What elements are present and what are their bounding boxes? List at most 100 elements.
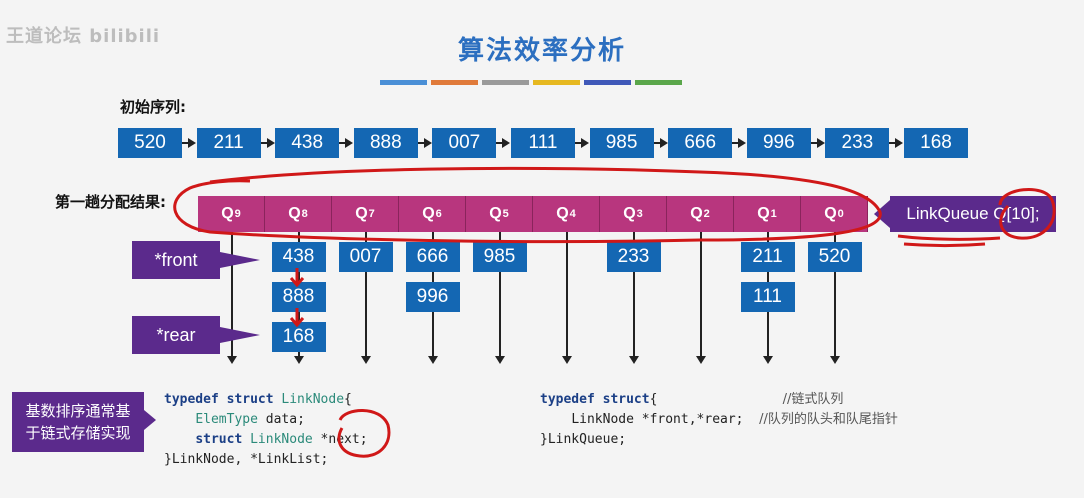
queue-cell-name: Q: [221, 205, 234, 222]
queue-cell-name: Q: [422, 205, 435, 222]
sequence-item: 985: [589, 128, 654, 158]
queue-cell-name: Q: [623, 205, 636, 222]
sequence-arrow: [575, 138, 589, 148]
watermark-text: 王道论坛 bilibili: [6, 26, 161, 47]
bucket-arrow: [226, 232, 237, 364]
code-comment: //队列的队头和队尾指针: [759, 412, 898, 427]
queue-cell-name: Q: [824, 205, 837, 222]
queue-cell-index: 2: [703, 208, 710, 220]
bucket-arrow: [561, 232, 572, 364]
code-type: ElemType: [195, 412, 258, 427]
annotation-loop-queue: [173, 166, 882, 244]
code-text: *next;: [312, 432, 368, 447]
bucket-node: 996: [405, 282, 460, 312]
annotation-circle-next: [337, 409, 391, 458]
annotation-circle-q10: [998, 187, 1056, 240]
sequence-item: 211: [196, 128, 261, 158]
bucket-node: 985: [472, 242, 527, 272]
sequence-arrow: [810, 138, 825, 148]
sequence-item: 666: [668, 128, 733, 158]
bucket-node: 168: [271, 322, 326, 352]
sequence-item: 111: [511, 128, 575, 158]
bucket-node: 007: [338, 242, 393, 272]
sequence-item: 888: [353, 128, 418, 158]
queue-cell-name: Q: [489, 205, 502, 222]
bucket-node: 211: [740, 242, 795, 272]
initial-sequence-label: 初始序列:: [120, 98, 186, 116]
page-title: 算法效率分析: [457, 36, 626, 66]
bucket-arrow: [695, 232, 706, 364]
sequence-item: 007: [432, 128, 497, 158]
queue-cell-index: 3: [636, 208, 643, 220]
front-pointer-label: *front: [132, 241, 220, 279]
front-pointer-arrow: [220, 252, 300, 268]
bucket-node: 438: [271, 242, 326, 272]
sequence-arrow: [496, 138, 511, 148]
code-kw: typedef struct: [540, 392, 650, 407]
annotation-arrow-1: [289, 268, 305, 288]
code-text: }LinkQueue;: [540, 432, 627, 447]
sequence-arrow: [889, 138, 904, 148]
pass-result-label: 第一趟分配结果:: [55, 193, 166, 211]
bucket-arrow: [360, 232, 371, 364]
bucket-node: 111: [740, 282, 795, 312]
queue-cell-name: Q: [288, 205, 301, 222]
color-bar: [584, 80, 631, 85]
code-comment: //链式队列: [782, 392, 844, 407]
sequence-item: 996: [746, 128, 811, 158]
color-bar: [431, 80, 478, 85]
color-bar: [533, 80, 580, 85]
bucket-node: 233: [606, 242, 661, 272]
code-type: LinkNode: [250, 432, 313, 447]
sequence-arrow: [182, 138, 196, 148]
bucket-node: 888: [271, 282, 326, 312]
queue-cell-index: 0: [837, 208, 844, 220]
code-kw: struct: [195, 432, 243, 447]
queue-cell-index: 1: [770, 208, 777, 220]
annotation-underline-linkqueue: [897, 234, 1001, 247]
code-linkqueue: typedef struct{ //链式队列 LinkNode *front,*…: [540, 390, 898, 450]
bucket-node: 520: [807, 242, 862, 272]
queue-cell-index: 7: [368, 208, 375, 220]
sequence-item: 438: [275, 128, 340, 158]
queue-cell-name: Q: [757, 205, 770, 222]
queue-cell-index: 9: [234, 208, 241, 220]
code-text: LinkNode *front,*rear;: [571, 412, 744, 427]
sequence-arrow: [339, 138, 354, 148]
sequence-arrow: [417, 138, 432, 148]
linkqueue-label: LinkQueue Q[10];: [890, 196, 1056, 232]
queue-cell-name: Q: [556, 205, 569, 222]
queue-cell-name: Q: [690, 205, 703, 222]
code-text: }LinkNode, *LinkList;: [164, 452, 329, 467]
bucket-arrow: [628, 232, 639, 364]
queue-array: [198, 196, 868, 232]
annotation-arrow-2: [289, 308, 305, 328]
code-type: LinkNode: [281, 392, 345, 407]
sequence-arrow: [653, 138, 668, 148]
code-text: {: [344, 392, 352, 407]
color-bar: [380, 80, 427, 85]
color-bar: [482, 80, 529, 85]
sequence-item: 168: [904, 128, 968, 158]
code-kw: typedef struct: [164, 392, 274, 407]
color-bar: [635, 80, 682, 85]
rear-pointer-label: *rear: [132, 316, 220, 354]
code-linknode: typedef struct LinkNode{ ElemType data; …: [164, 390, 368, 470]
sequence-arrow: [732, 138, 747, 148]
note-box: 基数排序通常基于链式存储实现: [12, 392, 144, 452]
queue-cell-name: Q: [355, 205, 368, 222]
queue-cell-index: 6: [435, 208, 442, 220]
bucket-arrow: [829, 232, 840, 364]
rear-pointer-arrow: [220, 327, 300, 343]
sequence-arrow: [260, 138, 275, 148]
code-text: data;: [257, 412, 305, 427]
sequence-item: 233: [825, 128, 890, 158]
queue-cell-index: 8: [301, 208, 308, 220]
